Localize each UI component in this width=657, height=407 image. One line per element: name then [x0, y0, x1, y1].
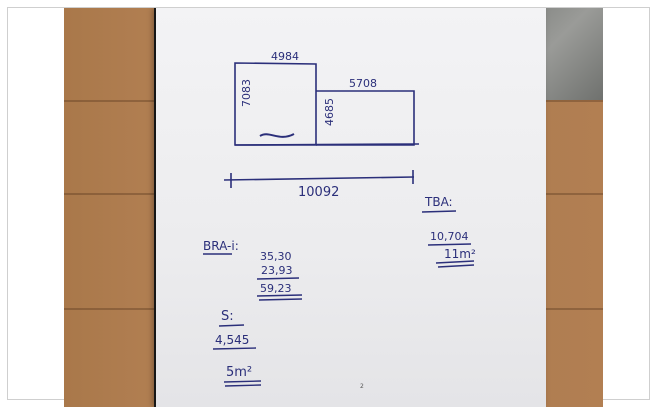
bra-sum-line	[256, 277, 300, 280]
top-width-label: 4984	[271, 50, 299, 63]
bra-line2: 23,93	[261, 264, 293, 277]
s-double-underline	[223, 380, 262, 387]
page-number: 2	[360, 383, 364, 390]
tba-unit-value: 11m²	[444, 247, 476, 261]
total-width-label: 10092	[298, 185, 339, 200]
s-value: 4,545	[215, 333, 249, 347]
right-width-label: 5708	[349, 77, 377, 90]
bra-label: BRA-i:	[203, 239, 239, 253]
inner-height-label: 4685	[323, 98, 336, 126]
s-underline	[218, 324, 245, 327]
s-unit-value: 5m²	[226, 365, 252, 380]
tba-double-underline	[435, 260, 475, 268]
scribble-mark	[259, 133, 295, 138]
bottom-wall	[234, 143, 420, 146]
left-height-label: 7083	[240, 79, 253, 107]
tba-underline	[421, 210, 457, 213]
floor-plan-outline	[234, 62, 420, 146]
bra-sum: 59,23	[260, 282, 292, 295]
tba-value: 10,704	[430, 230, 469, 243]
s-value-underline	[212, 347, 257, 350]
bra-line1: 35,30	[260, 250, 292, 263]
photo: 4984 7083 5708 4685 10092 BRA-i: 35,30 2…	[64, 8, 603, 407]
paper-sheet	[156, 8, 546, 407]
bra-double-underline	[256, 294, 303, 301]
s-label: S:	[221, 309, 234, 324]
tba-label: TBA:	[424, 195, 453, 209]
total-width-line	[223, 170, 415, 188]
tba-value-underline	[427, 243, 472, 246]
sketch-drawing: 4984 7083 5708 4685 10092 BRA-i: 35,30 2…	[203, 50, 476, 390]
